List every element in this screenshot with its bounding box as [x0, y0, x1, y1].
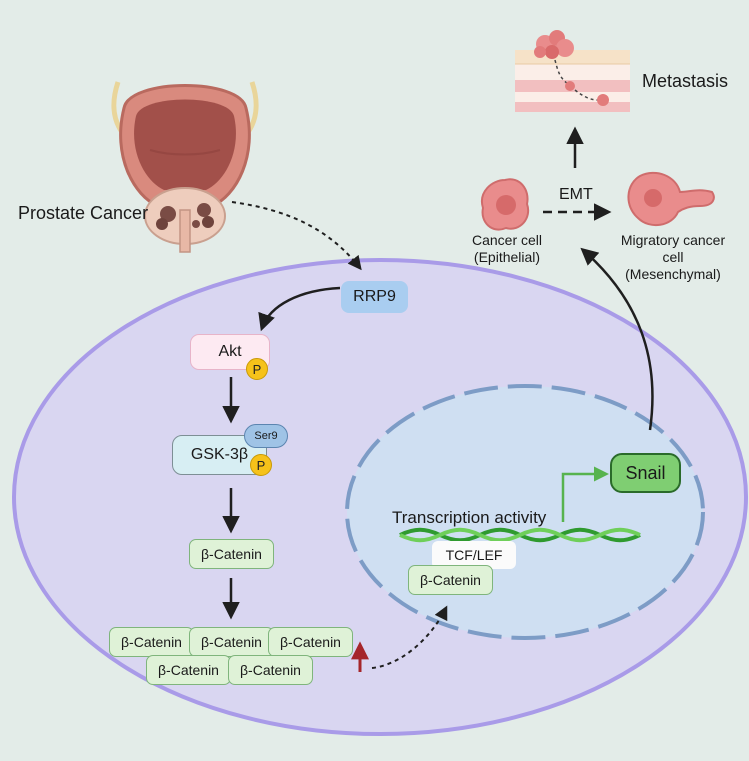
b-catenin-box: β-Catenin — [189, 539, 274, 569]
migratory-cell-label-line1: Migratory cancer — [620, 232, 726, 248]
b-catenin-cluster-3: β-Catenin — [268, 627, 353, 657]
ser9-badge: Ser9 — [244, 424, 288, 448]
migratory-cell-icon — [627, 171, 715, 227]
dna-helix-icon — [399, 527, 641, 543]
akt-phospho-badge: P — [246, 358, 268, 380]
rrp9-box: RRP9 — [341, 281, 408, 313]
arrow-snail-to-emt — [580, 247, 654, 431]
migratory-cell-label-line2: cell — [662, 249, 684, 265]
b-catenin-cluster-5: β-Catenin — [228, 655, 313, 685]
b-catenin-cluster-1: β-Catenin — [109, 627, 194, 657]
cancer-cell-icon — [480, 178, 530, 231]
prostate-organ-icon — [111, 81, 259, 253]
b-catenin-nuclear-box: β-Catenin — [408, 565, 493, 595]
emt-label: EMT — [559, 186, 593, 203]
snail-box: Snail — [610, 453, 681, 493]
tcf-lef-box: TCF/LEF — [432, 541, 516, 569]
arrow-cluster-to-nucleus — [371, 605, 448, 669]
transcription-activity-label: Transcription activity — [392, 508, 547, 527]
b-catenin-cluster-4: β-Catenin — [146, 655, 231, 685]
cancer-cell-label-line1: Cancer cell — [471, 232, 543, 248]
prostate-cancer-label: Prostate Cancer — [18, 203, 149, 223]
metastasis-tissue-icon — [515, 30, 630, 112]
arrow-transcription-to-snail — [561, 466, 609, 522]
b-catenin-cluster-2: β-Catenin — [189, 627, 274, 657]
cancer-cell-label-line2: (Epithelial) — [473, 249, 541, 265]
metastasis-label: Metastasis — [642, 71, 729, 91]
gsk-phospho-badge: P — [250, 454, 272, 476]
cancer-cell-label: Cancer cell (Epithelial) — [452, 232, 562, 266]
migratory-cell-label-line3: (Mesenchymal) — [625, 266, 721, 282]
arrow-prostate-to-rrp9 — [231, 201, 362, 271]
migratory-cell-label: Migratory cancer cell (Mesenchymal) — [608, 232, 738, 283]
arrow-rrp9-to-akt — [258, 286, 341, 332]
